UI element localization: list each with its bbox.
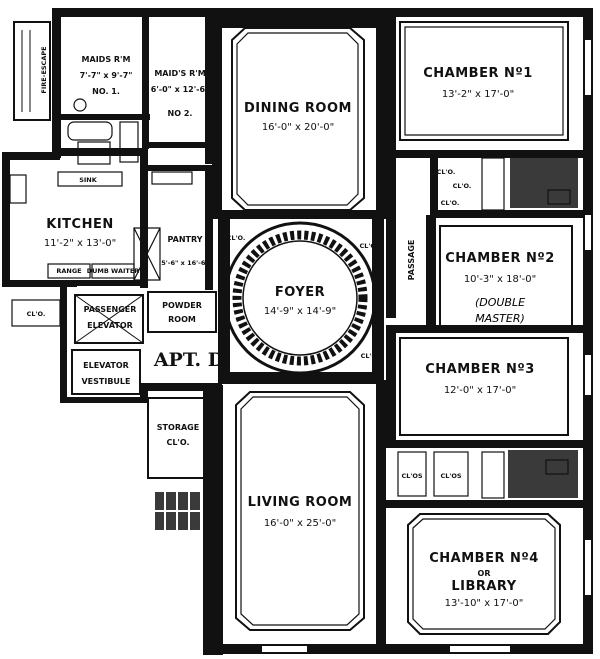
maids-room-2-no: NO 2. bbox=[168, 109, 193, 118]
chamber-2-name: CHAMBER Nº2 bbox=[445, 251, 555, 266]
storage-line1: STORAGE bbox=[157, 423, 199, 432]
kitchen: SINK KITCHEN 11'-2" x 13'-0" RANGE DUMB … bbox=[9, 148, 148, 288]
dumbwaiter-label: DUMB WAITER bbox=[87, 267, 140, 275]
dining-room-dim: 16'-0" x 20'-0" bbox=[262, 122, 334, 133]
fire-escape: FIRE-ESCAPE bbox=[13, 21, 51, 121]
elevator-area: PASSENGER ELEVATOR POWDER ROOM ELEVATOR … bbox=[11, 291, 230, 395]
living-room: LIVING ROOM 16'-0" x 25'-0" bbox=[235, 380, 386, 650]
chamber-1-name: CHAMBER Nº1 bbox=[423, 66, 533, 81]
closet-label-3: CL'O. bbox=[441, 199, 460, 207]
foyer-closet-3: CL'O. bbox=[361, 352, 380, 360]
maids-room-1-name: MAIDS R'M bbox=[82, 55, 131, 64]
bath-closet-2: CL'OS bbox=[440, 472, 461, 480]
passage: PASSAGE bbox=[386, 158, 436, 330]
chamber-4: CHAMBER Nº4 OR LIBRARY 13'-10" x 17'-0" bbox=[407, 513, 561, 635]
chamber-4-or: OR bbox=[478, 569, 491, 578]
chamber-2-note-2: MASTER) bbox=[475, 312, 525, 325]
powder-line1: POWDER bbox=[162, 301, 202, 310]
chamber-2-dim: 10'-3" x 18'-0" bbox=[464, 274, 536, 285]
pantry: PANTRY 5'-6" x 16'-6" bbox=[133, 165, 218, 290]
apt-label: APT. D. bbox=[153, 349, 230, 371]
powder-line2: ROOM bbox=[168, 315, 196, 324]
chamber-4-library: LIBRARY bbox=[451, 579, 516, 594]
bath-2: CL'OS CL'OS bbox=[386, 440, 586, 508]
maids-room-2-dim: 6'-0" x 12'-6" bbox=[151, 85, 209, 94]
kitchen-dim: 11'-2" x 13'-0" bbox=[44, 238, 116, 249]
dining-room: DINING ROOM 16'-0" x 20'-0" bbox=[212, 14, 386, 219]
closet-label-2: CL'O. bbox=[453, 182, 472, 190]
foyer-name: FOYER bbox=[275, 285, 325, 300]
dining-room-name: DINING ROOM bbox=[244, 101, 352, 116]
living-room-name: LIVING ROOM bbox=[248, 495, 353, 510]
bath-closet-1: CL'OS bbox=[401, 472, 422, 480]
passenger-line1: PASSENGER bbox=[84, 305, 137, 314]
chamber-3-name: CHAMBER Nº3 bbox=[425, 362, 535, 377]
chamber-4-dim: 13'-10" x 17'-0" bbox=[445, 598, 524, 609]
passage-label: PASSAGE bbox=[407, 240, 416, 281]
maids-room-1-no: NO. 1. bbox=[92, 87, 120, 96]
foyer-closet-1: CL'O. bbox=[227, 234, 246, 242]
kitchen-closet-label: CL'O. bbox=[27, 310, 46, 318]
chamber-1-dim: 13'-2" x 17'-0" bbox=[442, 89, 514, 100]
chamber-3-dim: 12'-0" x 17'-0" bbox=[444, 385, 516, 396]
chamber-4-name: CHAMBER Nº4 bbox=[429, 551, 539, 566]
closet-label-1: CL'O. bbox=[437, 168, 456, 176]
vestibule-line1: ELEVATOR bbox=[83, 361, 129, 370]
sink-label: SINK bbox=[79, 176, 98, 184]
chamber-1: CHAMBER Nº1 13'-2" x 17'-0" bbox=[386, 14, 586, 164]
living-room-dim: 16'-0" x 25'-0" bbox=[264, 518, 336, 529]
maids-room-1-dim: 7'-7" x 9'-7" bbox=[80, 71, 133, 80]
chamber-2-note-1: (DOUBLE bbox=[475, 296, 525, 309]
foyer-closet-2: CL'OS bbox=[359, 242, 380, 250]
bath-1: CL'O. CL'O. CL'O. bbox=[430, 150, 585, 218]
vestibule-line2: VESTIBULE bbox=[81, 377, 130, 386]
exterior-walls bbox=[2, 8, 593, 655]
chamber-3: CHAMBER Nº3 12'-0" x 17'-0" bbox=[386, 325, 586, 445]
foyer-dim: 14'-9" x 14'-9" bbox=[264, 306, 336, 317]
fire-escape-label: FIRE-ESCAPE bbox=[40, 46, 48, 93]
kitchen-name: KITCHEN bbox=[46, 217, 113, 232]
maids-room-2-name: MAID'S R'M bbox=[154, 69, 205, 78]
storage-line2: CL'O. bbox=[166, 438, 189, 447]
maids-rooms: MAIDS R'M 7'-7" x 9'-7" NO. 1. MAID'S R'… bbox=[60, 14, 215, 165]
passenger-line2: ELEVATOR bbox=[87, 321, 133, 330]
pantry-dim: 5'-6" x 16'-6" bbox=[161, 259, 208, 267]
chamber-2: CHAMBER Nº2 10'-3" x 18'-0" (DOUBLE MAST… bbox=[439, 225, 573, 331]
pantry-name: PANTRY bbox=[168, 235, 203, 244]
range-label: RANGE bbox=[56, 267, 81, 275]
storage: STORAGE CL'O. bbox=[147, 397, 207, 530]
foyer: FOYER 14'-9" x 14'-9" CL'O. CL'OS CL'O. bbox=[218, 218, 384, 384]
